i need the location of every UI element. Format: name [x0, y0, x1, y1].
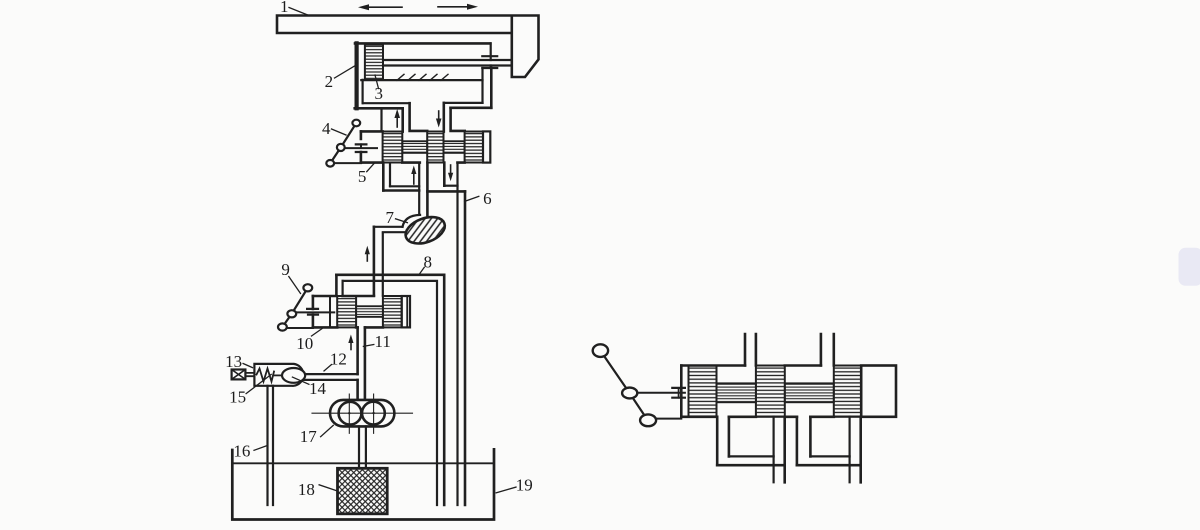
svg-text:16: 16: [233, 442, 250, 461]
svg-text:10: 10: [296, 334, 313, 353]
svg-text:17: 17: [300, 427, 318, 446]
svg-text:9: 9: [281, 260, 290, 279]
svg-text:4: 4: [322, 119, 331, 138]
svg-text:7: 7: [385, 208, 394, 227]
svg-text:2: 2: [325, 72, 334, 91]
svg-text:13: 13: [225, 352, 242, 371]
svg-text:5: 5: [358, 167, 367, 186]
svg-text:12: 12: [330, 350, 347, 369]
svg-text:19: 19: [516, 475, 533, 494]
svg-text:3: 3: [375, 84, 384, 103]
svg-text:11: 11: [375, 332, 391, 351]
svg-text:14: 14: [309, 379, 327, 398]
svg-text:15: 15: [229, 387, 246, 406]
svg-text:1: 1: [280, 0, 289, 16]
svg-text:18: 18: [298, 480, 315, 499]
svg-text:8: 8: [424, 253, 433, 272]
svg-text:6: 6: [483, 189, 492, 208]
